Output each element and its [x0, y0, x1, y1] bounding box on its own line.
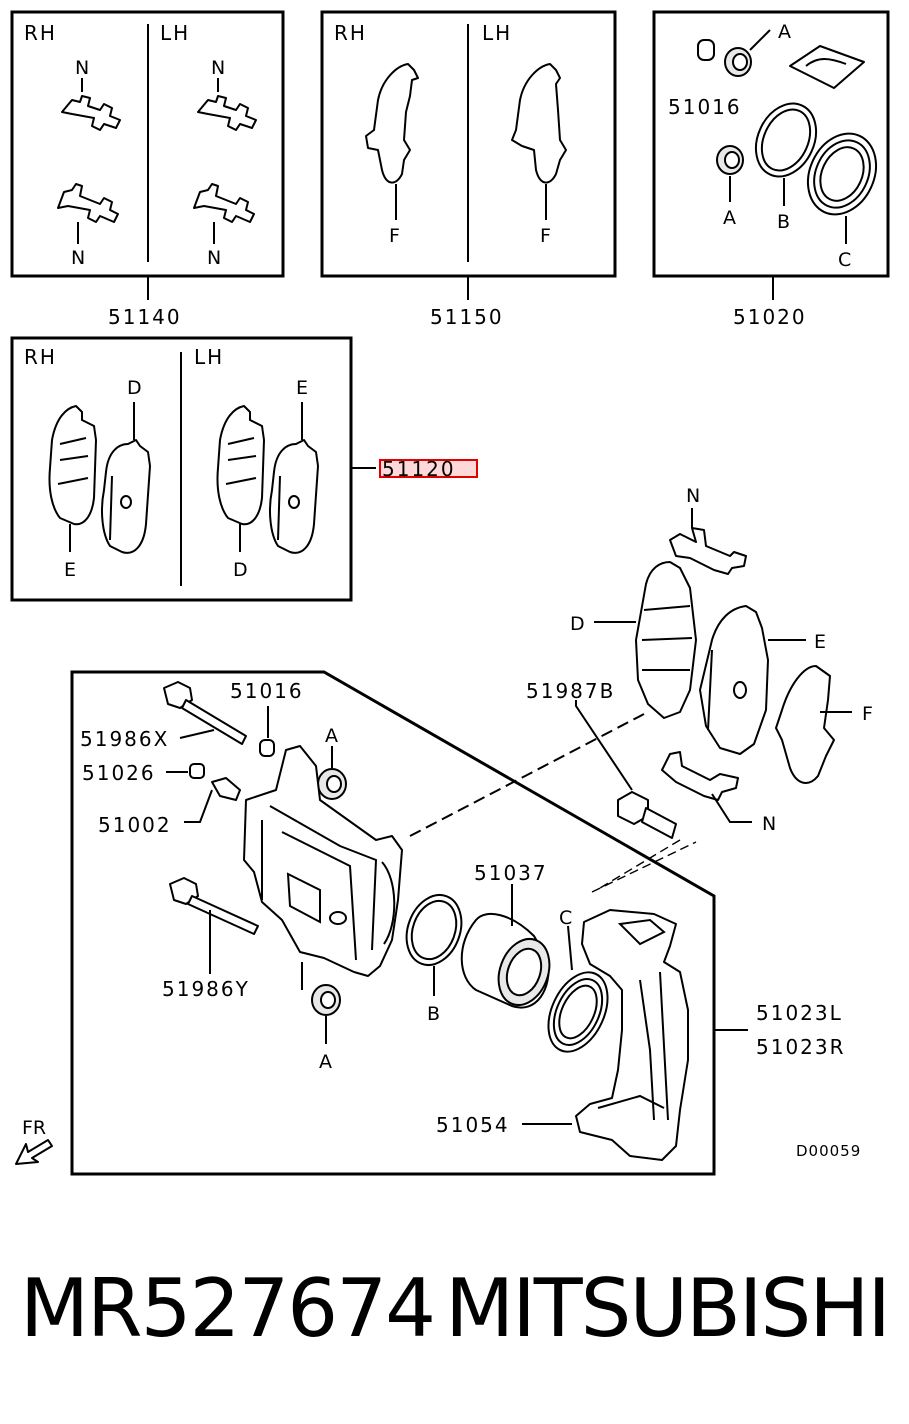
- callout-a: A: [723, 207, 736, 229]
- seal-ring-b: B: [754, 102, 818, 233]
- shim-lh: [511, 63, 567, 220]
- pad-clip-lower-rh: [57, 183, 119, 244]
- part-label-51986x: 51986X: [80, 727, 169, 751]
- grease-packet: [789, 45, 865, 89]
- callout-a: A: [319, 1051, 332, 1073]
- bleeder-cap: 51026: [82, 761, 205, 785]
- caliper-body: [243, 713, 645, 977]
- bracket-bolt-callout: 51054: [436, 1113, 572, 1137]
- boot-a-caliper-upper: A: [317, 725, 347, 800]
- part-label-51054: 51054: [436, 1113, 510, 1137]
- part-label-51140: 51140: [108, 305, 182, 329]
- pin-bolt-51987b: 51987B: [526, 679, 681, 889]
- part-label-51120: 51120: [382, 457, 456, 481]
- part-label-51037: 51037: [474, 861, 548, 885]
- callout-e: E: [814, 631, 826, 653]
- part-label-51016: 51016: [230, 679, 304, 703]
- boot-a-lower: A: [716, 145, 744, 229]
- piston: 51037: [460, 861, 551, 1009]
- part-label-51016: 51016: [668, 95, 742, 119]
- callout-n: N: [75, 57, 89, 79]
- sleeve-51016-lower: 51016: [230, 679, 304, 757]
- part-label-51023l: 51023L: [756, 1001, 843, 1025]
- lh-label: LH: [160, 21, 190, 45]
- pad-d-rh: D: [101, 377, 151, 554]
- lh-label: LH: [194, 345, 224, 369]
- callout-n: N: [686, 485, 700, 507]
- pad-set-box: RH LH E D D E: [10, 336, 478, 602]
- footer: MR527674 MITSUBISHI: [0, 1262, 909, 1382]
- shim-f: F: [775, 665, 873, 784]
- pad-clip-lower-lh: [193, 183, 255, 244]
- part-label-51020: 51020: [733, 305, 807, 329]
- brand-name: MITSUBISHI: [445, 1262, 891, 1355]
- support-bracket: 51023L 51023R: [575, 841, 846, 1161]
- pad-e-lh: E: [269, 377, 319, 554]
- seal-kit-box: 51016 A A B: [652, 10, 890, 329]
- lh-label: LH: [482, 21, 512, 45]
- brake-caliper-exploded-diagram: RH LH N N N N 51140 RH LH: [10, 10, 890, 1176]
- callout-n: N: [211, 57, 225, 79]
- callout-f: F: [389, 225, 400, 247]
- rh-label: RH: [24, 345, 57, 369]
- clip-set-box: RH LH N N N N 51140: [10, 10, 285, 329]
- piston-boot-c-lower: C: [547, 907, 609, 1053]
- callout-a: A: [778, 21, 791, 43]
- part-label-51986y: 51986Y: [162, 977, 250, 1001]
- part-label-51987b: 51987B: [526, 679, 615, 703]
- callout-a: A: [325, 725, 338, 747]
- drawing-code: D00059: [796, 1142, 861, 1160]
- front-label: FR: [22, 1117, 46, 1139]
- front-direction-marker: FR: [15, 1117, 53, 1165]
- pad-e-rh: E: [48, 405, 97, 581]
- pad-clip-upper-rh: [61, 78, 121, 131]
- callout-c: C: [559, 907, 572, 929]
- callout-e: E: [64, 559, 76, 581]
- callout-n: N: [762, 813, 776, 835]
- part-number: MR527674: [20, 1262, 436, 1355]
- piston-seal-b: B: [405, 894, 463, 1025]
- callout-n: N: [71, 247, 85, 269]
- guide-bolt-y: 51986Y: [162, 877, 259, 1001]
- pad-clip-upper-lh: [197, 78, 257, 131]
- callout-d: D: [127, 377, 142, 399]
- part-label-51002: 51002: [98, 813, 172, 837]
- clip-n-lower: N: [661, 751, 776, 835]
- callout-b: B: [427, 1003, 440, 1025]
- callout-d: D: [233, 559, 248, 581]
- rh-label: RH: [24, 21, 57, 45]
- pad-e-outer: E: [699, 605, 826, 755]
- pad-d-lh: D: [216, 405, 265, 581]
- clip-n-upper: N: [669, 485, 747, 575]
- boot-a-upper: A: [724, 21, 791, 77]
- callout-n: N: [207, 247, 221, 269]
- callout-c: C: [838, 249, 851, 271]
- callout-e: E: [296, 377, 308, 399]
- callout-b: B: [777, 211, 790, 233]
- piston-boot-c: C: [806, 132, 878, 271]
- part-label-51026: 51026: [82, 761, 156, 785]
- guide-bolt-x: 51986X: [80, 681, 247, 751]
- highlight-box: [379, 459, 478, 478]
- shim-set-box: RH LH F F 51150: [320, 10, 617, 329]
- boot-a-caliper-lower: A: [301, 962, 341, 1073]
- callout-f: F: [540, 225, 551, 247]
- rh-label: RH: [334, 21, 367, 45]
- bleeder-screw: 51002: [98, 777, 241, 837]
- pad-d-inner: D: [570, 561, 697, 719]
- caliper-assembly-outline: [70, 670, 716, 1176]
- callout-f: F: [862, 703, 873, 725]
- shim-rh: [365, 63, 419, 220]
- sleeve-51016: 51016: [668, 39, 742, 119]
- part-label-51023r: 51023R: [756, 1035, 846, 1059]
- part-label-51150: 51150: [430, 305, 504, 329]
- callout-d: D: [570, 613, 585, 635]
